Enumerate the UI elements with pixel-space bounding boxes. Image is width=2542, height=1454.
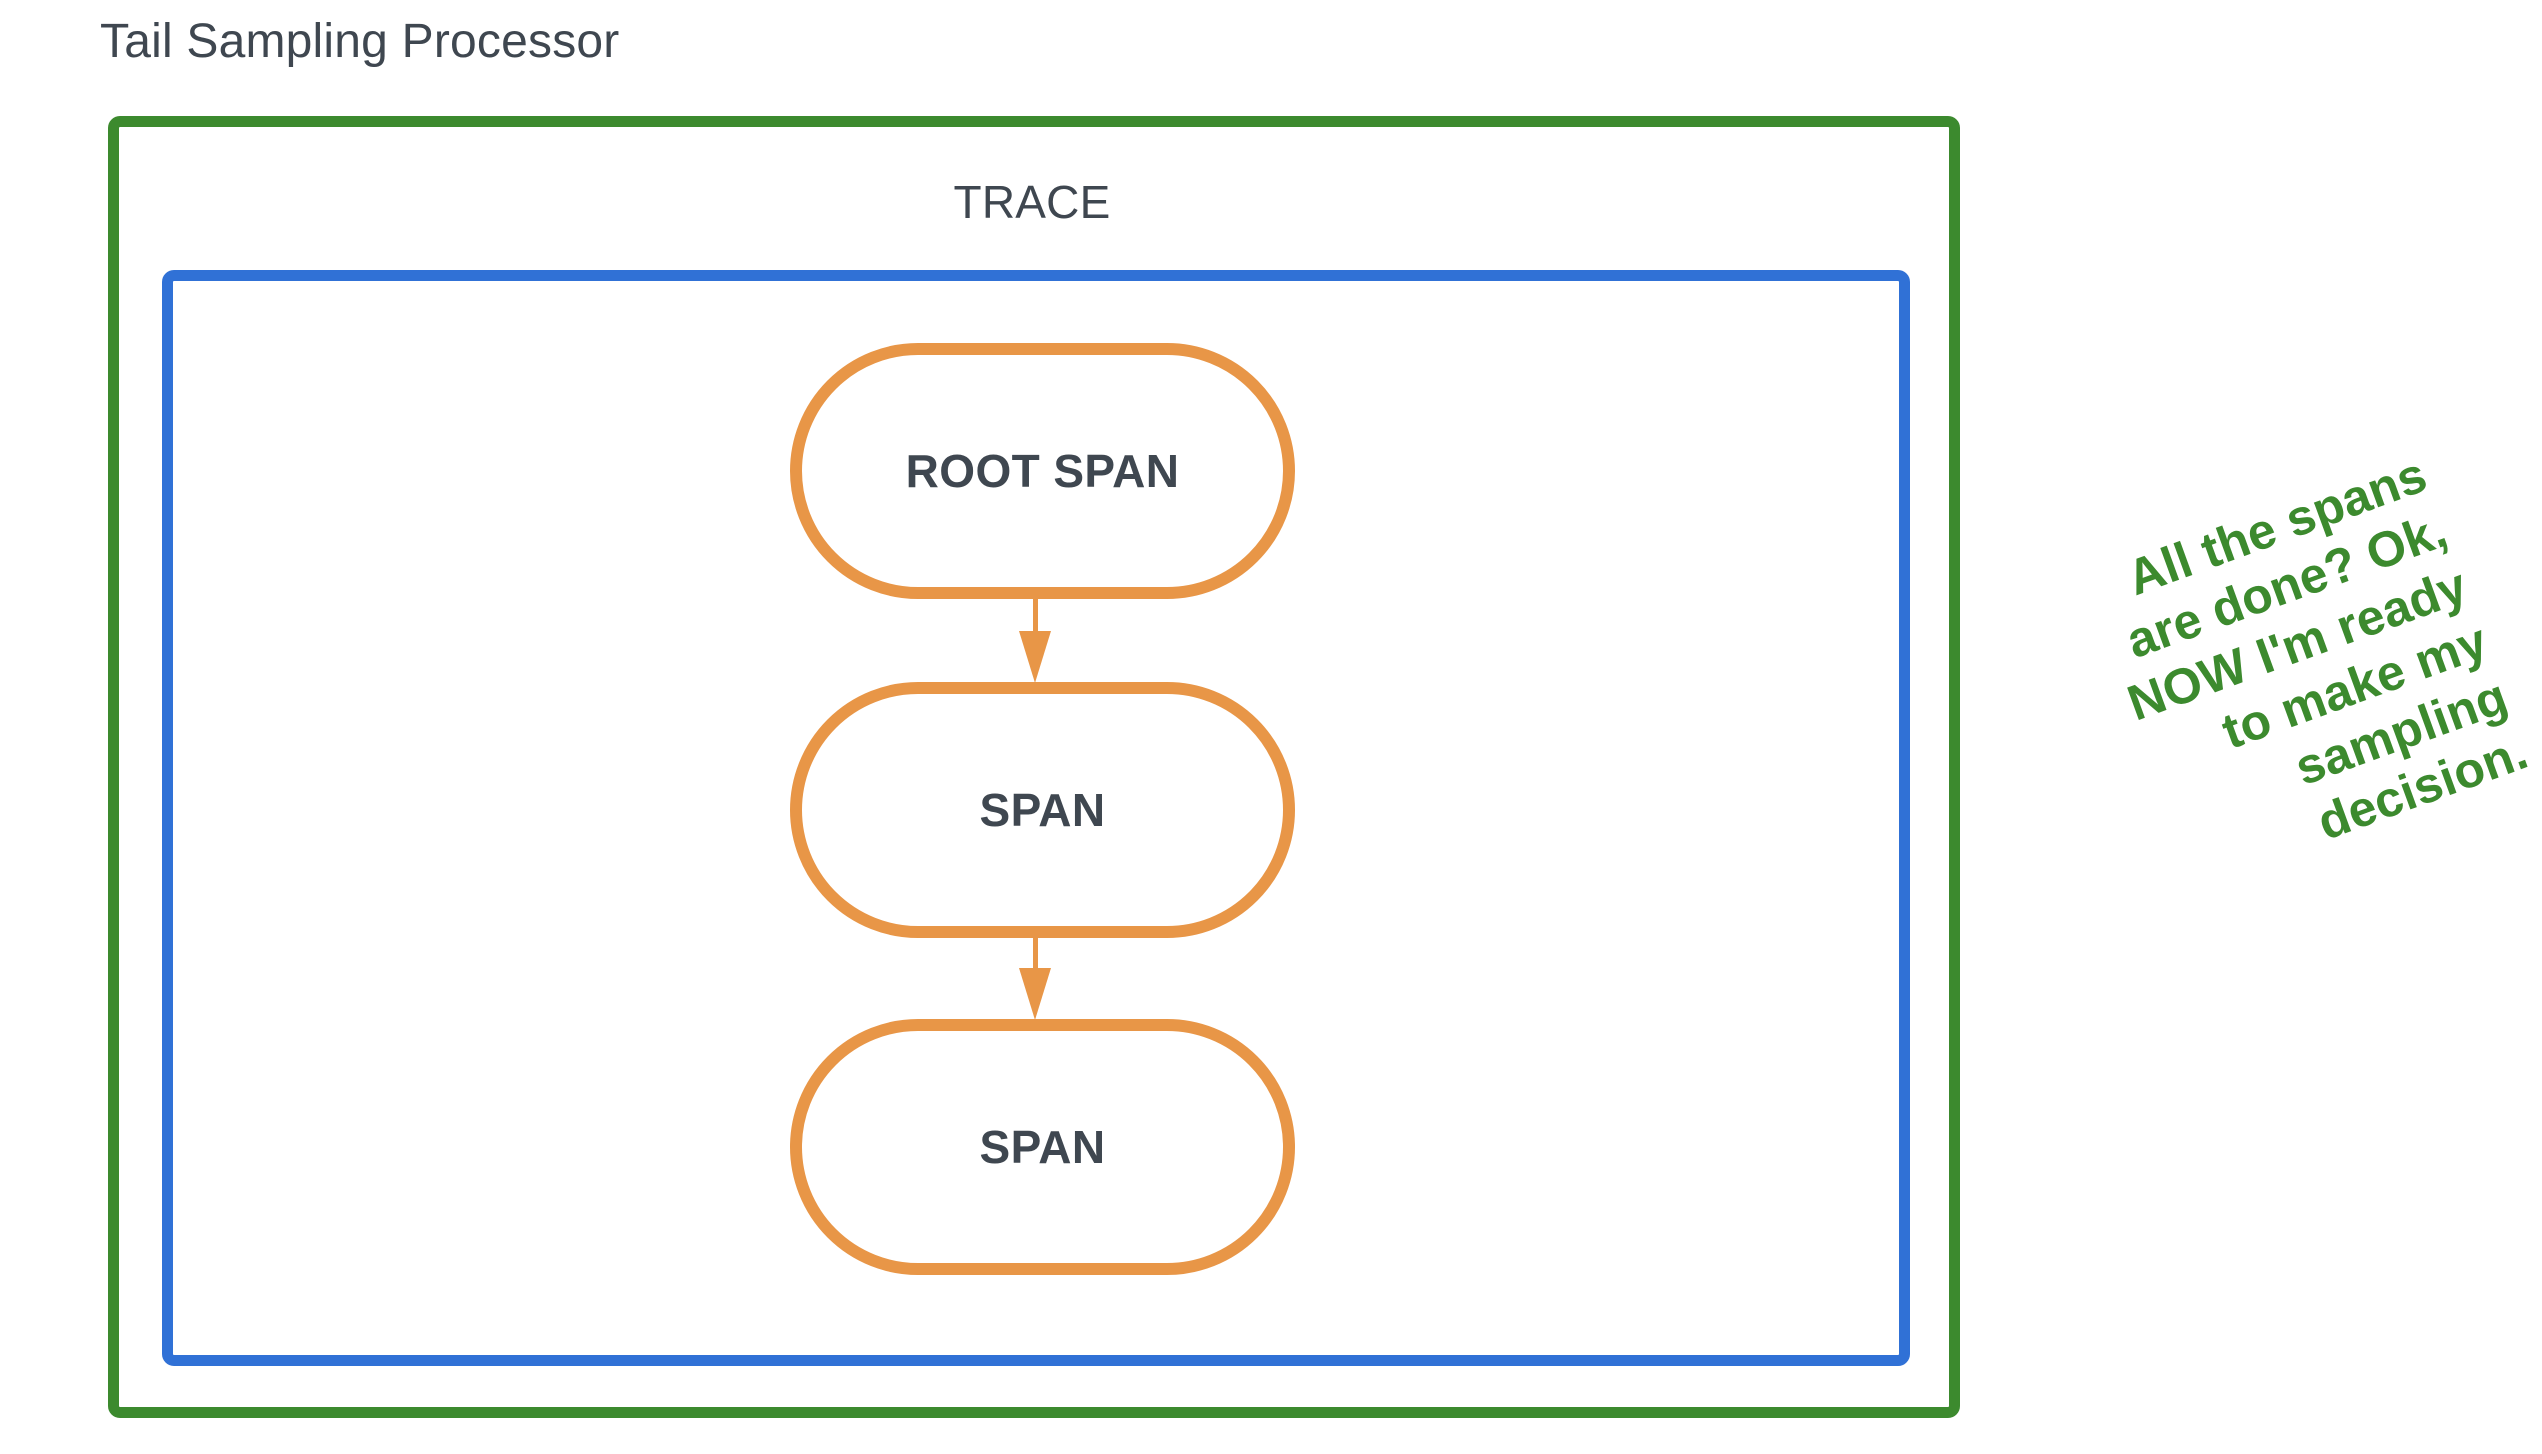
- span-label: ROOT SPAN: [905, 445, 1180, 497]
- tail-sampling-processor-box: [108, 116, 1960, 1418]
- span-label: SPAN: [979, 784, 1106, 836]
- sampling-decision-annotation: All the spans are done? Ok, NOW I'm read…: [1945, 445, 2536, 949]
- span-label: SPAN: [979, 1121, 1106, 1173]
- arrow-head: [1019, 631, 1051, 683]
- processor-title: Tail Sampling Processor: [100, 15, 620, 68]
- span-node-child-2: SPAN: [790, 1019, 1295, 1275]
- arrow-stem: [1033, 599, 1038, 637]
- arrow-span-1-to-span-2-icon: [1019, 938, 1051, 1020]
- arrow-head: [1019, 968, 1051, 1020]
- arrow-stem: [1033, 938, 1038, 974]
- arrow-root-to-span-1-icon: [1019, 599, 1051, 683]
- span-node-child-1: SPAN: [790, 682, 1295, 938]
- span-node-root: ROOT SPAN: [790, 343, 1295, 599]
- trace-title: TRACE: [953, 176, 1111, 228]
- trace-box: [162, 270, 1910, 1366]
